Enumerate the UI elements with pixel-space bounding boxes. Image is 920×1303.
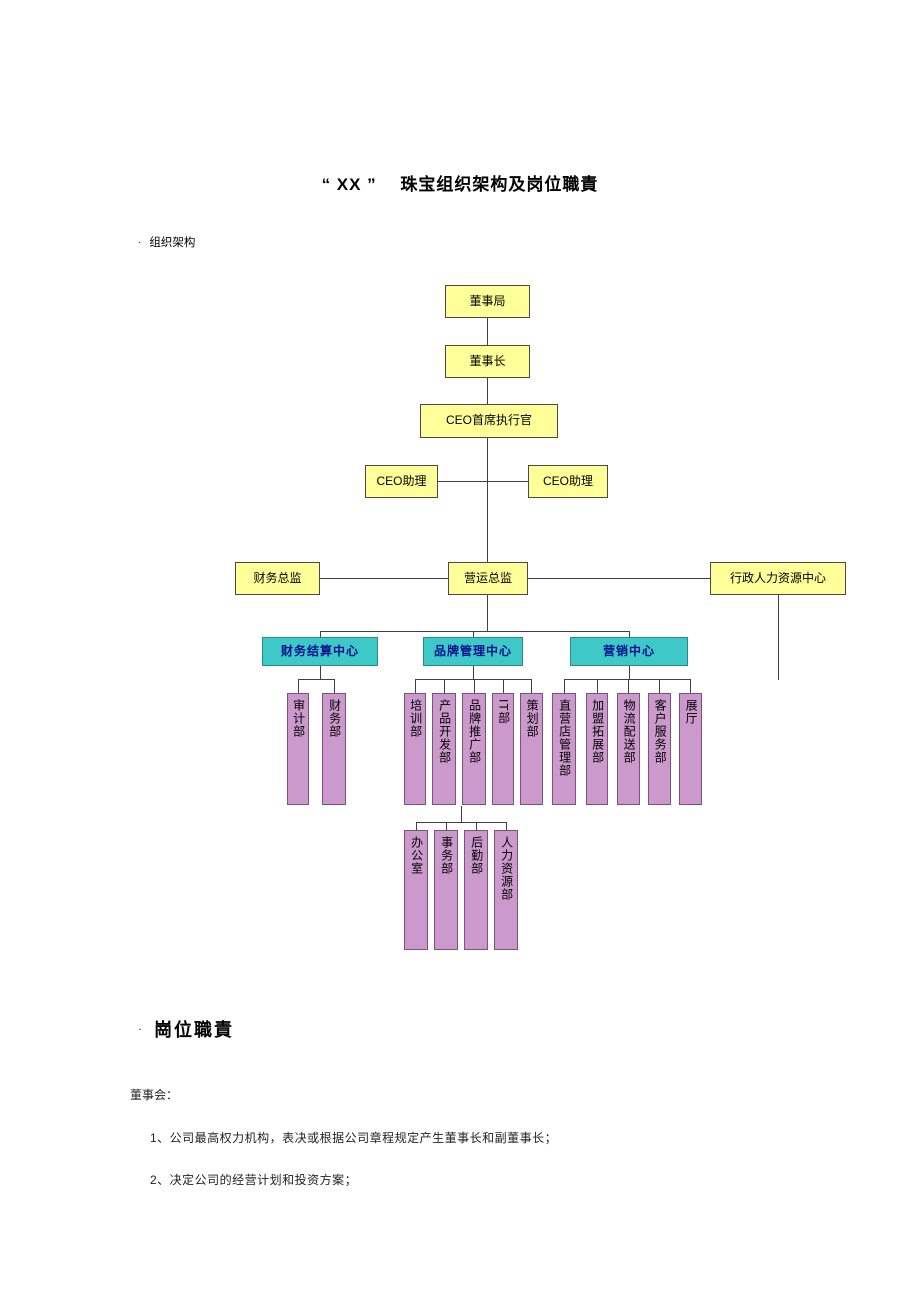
- connector-line: [474, 679, 475, 693]
- board-responsibilities-heading: 董事会：: [130, 1088, 179, 1102]
- org-node-franchise-dept: 加盟拓展部: [586, 693, 608, 805]
- connector-line: [528, 578, 710, 579]
- connector-line: [320, 631, 321, 637]
- connector-line: [415, 679, 416, 693]
- connector-line: [416, 822, 507, 823]
- org-node-marketing-center: 营销中心: [570, 637, 688, 666]
- connector-line: [461, 806, 462, 822]
- section-duty-heading: · 崗位職責: [138, 1016, 234, 1042]
- bullet-icon: ·: [138, 237, 142, 248]
- org-node-audit-dept: 审计部: [287, 693, 309, 805]
- org-node-finance-dept: 财务部: [322, 693, 346, 805]
- connector-line: [298, 679, 335, 680]
- connector-line: [476, 822, 477, 830]
- connector-line: [597, 679, 598, 693]
- org-node-logistics-dept: 物流配送部: [617, 693, 640, 805]
- org-node-showroom: 展厅: [679, 693, 702, 805]
- org-node-ceo-assistant-right: CEO助理: [528, 465, 608, 498]
- connector-line: [487, 318, 488, 345]
- connector-line: [416, 822, 417, 830]
- org-node-operations-director: 营运总监: [448, 562, 528, 595]
- connector-line: [444, 679, 445, 693]
- org-node-it-dept: IT部: [492, 693, 514, 805]
- org-node-affairs-dept: 事务部: [434, 830, 458, 950]
- connector-line: [320, 631, 630, 632]
- section-org-heading: · 组织架构: [138, 234, 195, 250]
- connector-line: [446, 822, 447, 830]
- org-node-product-dev-dept: 产品开发部: [432, 693, 456, 805]
- connector-line: [628, 679, 629, 693]
- org-node-ceo-assistant-left: CEO助理: [365, 465, 438, 498]
- org-node-brand-promotion-dept: 品牌推广部: [462, 693, 486, 805]
- connector-line: [320, 666, 321, 679]
- connector-line: [629, 631, 630, 637]
- org-node-office: 办公室: [404, 830, 428, 950]
- responsibility-item: 2、决定公司的经营计划和投资方案；: [150, 1173, 358, 1187]
- connector-line: [487, 595, 488, 631]
- connector-line: [487, 378, 488, 405]
- document-title: “ XX ” 珠宝组织架构及岗位職責: [321, 175, 599, 194]
- org-node-chairman: 董事长: [445, 345, 530, 378]
- connector-line: [438, 481, 528, 482]
- connector-line: [778, 595, 779, 680]
- connector-line: [334, 679, 335, 693]
- org-node-hr-dept: 人力资源部: [494, 830, 518, 950]
- org-node-logistics-support-dept: 后勤部: [464, 830, 488, 950]
- connector-line: [531, 679, 532, 693]
- connector-line: [487, 438, 488, 562]
- org-node-brand-management-center: 品牌管理中心: [423, 637, 523, 666]
- org-node-ceo: CEO首席执行官: [420, 404, 558, 438]
- connector-line: [473, 631, 474, 637]
- connector-line: [298, 679, 299, 693]
- org-node-admin-hr-center: 行政人力资源中心: [710, 562, 846, 595]
- org-node-training-dept: 培训部: [404, 693, 426, 805]
- connector-line: [506, 822, 507, 830]
- connector-line: [415, 679, 532, 680]
- org-node-board: 董事局: [445, 285, 530, 318]
- bullet-icon: ·: [138, 1022, 144, 1036]
- connector-line: [690, 679, 691, 693]
- connector-line: [320, 578, 448, 579]
- org-node-customer-service-dept: 客户服务部: [648, 693, 671, 805]
- connector-line: [564, 679, 691, 680]
- connector-line: [473, 666, 474, 679]
- org-node-direct-store-dept: 直营店管理部: [552, 693, 576, 805]
- responsibility-item: 1、公司最高权力机构，表决或根据公司章程规定产生董事长和副董事长；: [150, 1131, 558, 1145]
- section-org-label: 组织架构: [149, 237, 196, 249]
- connector-line: [503, 679, 504, 693]
- org-node-finance-settlement-center: 财务结算中心: [262, 637, 378, 666]
- org-node-planning-dept: 策划部: [520, 693, 543, 805]
- section-duty-label: 崗位職責: [154, 1020, 234, 1040]
- org-node-finance-director: 财务总监: [235, 562, 320, 595]
- connector-line: [564, 679, 565, 693]
- connector-line: [629, 666, 630, 679]
- connector-line: [659, 679, 660, 693]
